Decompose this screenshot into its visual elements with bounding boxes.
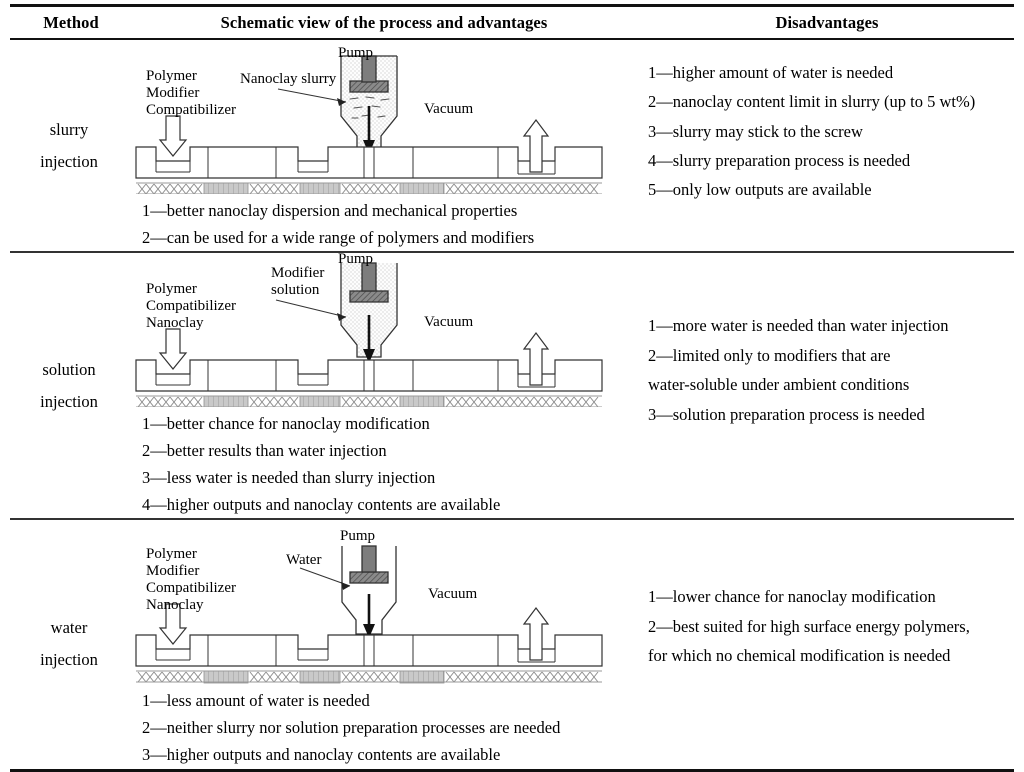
injection-label-line: Nanoclay slurry xyxy=(240,71,337,87)
disadvantage-item: 3—solution preparation process is needed xyxy=(648,404,925,424)
disadvantage-item: 1—higher amount of water is needed xyxy=(648,63,894,82)
feed-label-line: Modifier xyxy=(146,563,200,580)
feed-label-solution: Polymer Compatibilizer Nanoclay xyxy=(146,281,236,331)
feed-label-line: Compatibilizer xyxy=(146,101,236,118)
advantage-item: 2—can be used for a wide range of polyme… xyxy=(142,227,535,247)
disadvantage-item: 3—slurry may stick to the screw xyxy=(648,121,863,141)
table-header-row: Method Schematic view of the process and… xyxy=(10,7,1014,38)
feed-label-line: Compatibilizer xyxy=(146,298,236,315)
disadvantage-item: 1—more water is needed than water inject… xyxy=(648,316,949,336)
disadvantages-list-water: 1—lower chance for nanoclay modification… xyxy=(640,520,1014,670)
pump-label-solution: Pump xyxy=(338,251,374,268)
disadvantages-list-slurry: 1—higher amount of water is needed 2—nan… xyxy=(640,40,1014,205)
method-label-slurry: slurry injection xyxy=(10,40,128,251)
disadvantage-item: 2—best suited for high surface energy po… xyxy=(648,616,970,636)
advantages-list-water: 1—less amount of water is needed 2—neith… xyxy=(128,686,640,768)
table-row-solution-injection: solution injection Polymer Compatibilize… xyxy=(10,251,1014,518)
advantage-item: 2—neither slurry nor solution preparatio… xyxy=(142,718,561,738)
method-line: injection xyxy=(40,151,98,171)
disadvantage-item: 2—nanoclay content limit in slurry (up t… xyxy=(648,92,976,112)
injection-label-water: Water xyxy=(286,552,321,569)
disadvantage-item: 1—lower chance for nanoclay modification xyxy=(648,587,936,607)
disadvantage-item-continuation: water-soluble under ambient conditions xyxy=(648,375,910,395)
injection-label-slurry: Nanoclay slurry xyxy=(240,71,336,88)
disadvantages-list-solution: 1—more water is needed than water inject… xyxy=(640,253,1014,428)
header-method: Method xyxy=(43,13,99,32)
feed-label-slurry: Polymer Modifier Compatibilizer xyxy=(146,68,236,118)
vacuum-label-solution: Vacuum xyxy=(424,314,474,331)
method-line: slurry xyxy=(49,119,89,139)
feed-label-line: Compatibilizer xyxy=(146,579,236,596)
table-row-slurry-injection: slurry injection Polymer Modifier Compat… xyxy=(10,40,1014,251)
advantage-item: 4—higher outputs and nanoclay contents a… xyxy=(142,494,501,514)
feed-label-line: Polymer xyxy=(146,546,197,563)
vacuum-label-water: Vacuum xyxy=(428,586,478,603)
header-schematic: Schematic view of the process and advant… xyxy=(220,13,548,32)
method-line: injection xyxy=(40,650,98,670)
pump-label-slurry: Pump xyxy=(338,45,374,61)
injection-label-solution: Modifier solution xyxy=(271,265,324,299)
injection-label-line: Modifier xyxy=(271,265,325,282)
row-separator-2 xyxy=(10,518,1014,521)
advantage-item: 1—better nanoclay dispersion and mechani… xyxy=(142,201,518,220)
extruder-svg-water xyxy=(135,545,603,684)
disadvantages-cell-water: 1—lower chance for nanoclay modification… xyxy=(640,520,1014,768)
advantage-item: 1—better chance for nanoclay modificatio… xyxy=(142,414,430,434)
extruder-diagram-water: Polymer Modifier Compatibilizer Nanoclay… xyxy=(128,524,626,684)
injection-label-line: Water xyxy=(286,552,322,569)
disadvantage-item: 4—slurry preparation process is needed xyxy=(648,151,911,171)
advantage-item: 3—less water is needed than slurry injec… xyxy=(142,467,436,487)
extruder-svg-solution xyxy=(135,262,603,408)
feed-label-line: Polymer xyxy=(146,281,197,298)
table-top-border xyxy=(10,4,1014,7)
feed-label-line: Nanoclay xyxy=(146,596,204,613)
disadvantage-item: 5—only low outputs are available xyxy=(648,180,872,200)
schematic-cell-water: Polymer Modifier Compatibilizer Nanoclay… xyxy=(128,520,640,768)
disadvantages-cell-solution: 1—more water is needed than water inject… xyxy=(640,253,1014,518)
method-line: water xyxy=(50,618,88,638)
extruder-diagram-solution: Polymer Compatibilizer Nanoclay Modifier… xyxy=(128,251,626,408)
feed-label-line: Nanoclay xyxy=(146,315,204,332)
disadvantage-item-continuation: for which no chemical modification is ne… xyxy=(648,646,951,666)
comparison-table-page: Method Schematic view of the process and… xyxy=(0,4,1024,772)
feed-label-water: Polymer Modifier Compatibilizer Nanoclay xyxy=(146,546,236,613)
disadvantages-cell-slurry: 1—higher amount of water is needed 2—nan… xyxy=(640,40,1014,251)
table-row-water-injection: water injection Polymer Modifier Compati… xyxy=(10,520,1014,768)
method-line: injection xyxy=(40,391,98,411)
feed-label-line: Polymer xyxy=(146,68,197,84)
extruder-diagram-slurry: Polymer Modifier Compatibilizer Nanoclay… xyxy=(128,44,626,194)
vacuum-label-slurry: Vacuum xyxy=(424,101,474,117)
advantage-item: 1—less amount of water is needed xyxy=(142,691,370,711)
advantages-list-slurry: 1—better nanoclay dispersion and mechani… xyxy=(128,196,640,251)
schematic-cell-solution: Polymer Compatibilizer Nanoclay Modifier… xyxy=(128,251,640,518)
advantages-list-solution: 1—better chance for nanoclay modificatio… xyxy=(128,409,640,518)
feed-label-line: Modifier xyxy=(146,84,200,101)
method-label-water: water injection xyxy=(10,520,128,768)
schematic-cell-slurry: Polymer Modifier Compatibilizer Nanoclay… xyxy=(128,40,640,251)
disadvantage-item: 2—limited only to modifiers that are xyxy=(648,345,891,365)
method-line: solution xyxy=(42,359,96,379)
header-bottom-border xyxy=(10,38,1014,40)
pump-label-water: Pump xyxy=(340,528,376,545)
injection-label-line: solution xyxy=(271,282,320,299)
methods-comparison-table: Method Schematic view of the process and… xyxy=(10,7,1014,38)
header-disadvantages: Disadvantages xyxy=(775,13,879,32)
extruder-svg-slurry xyxy=(135,55,603,194)
advantage-item: 2—better results than water injection xyxy=(142,441,387,461)
method-label-solution: solution injection xyxy=(10,253,128,518)
advantage-item: 3—higher outputs and nanoclay contents a… xyxy=(142,744,501,764)
row-separator-1 xyxy=(10,251,1014,254)
